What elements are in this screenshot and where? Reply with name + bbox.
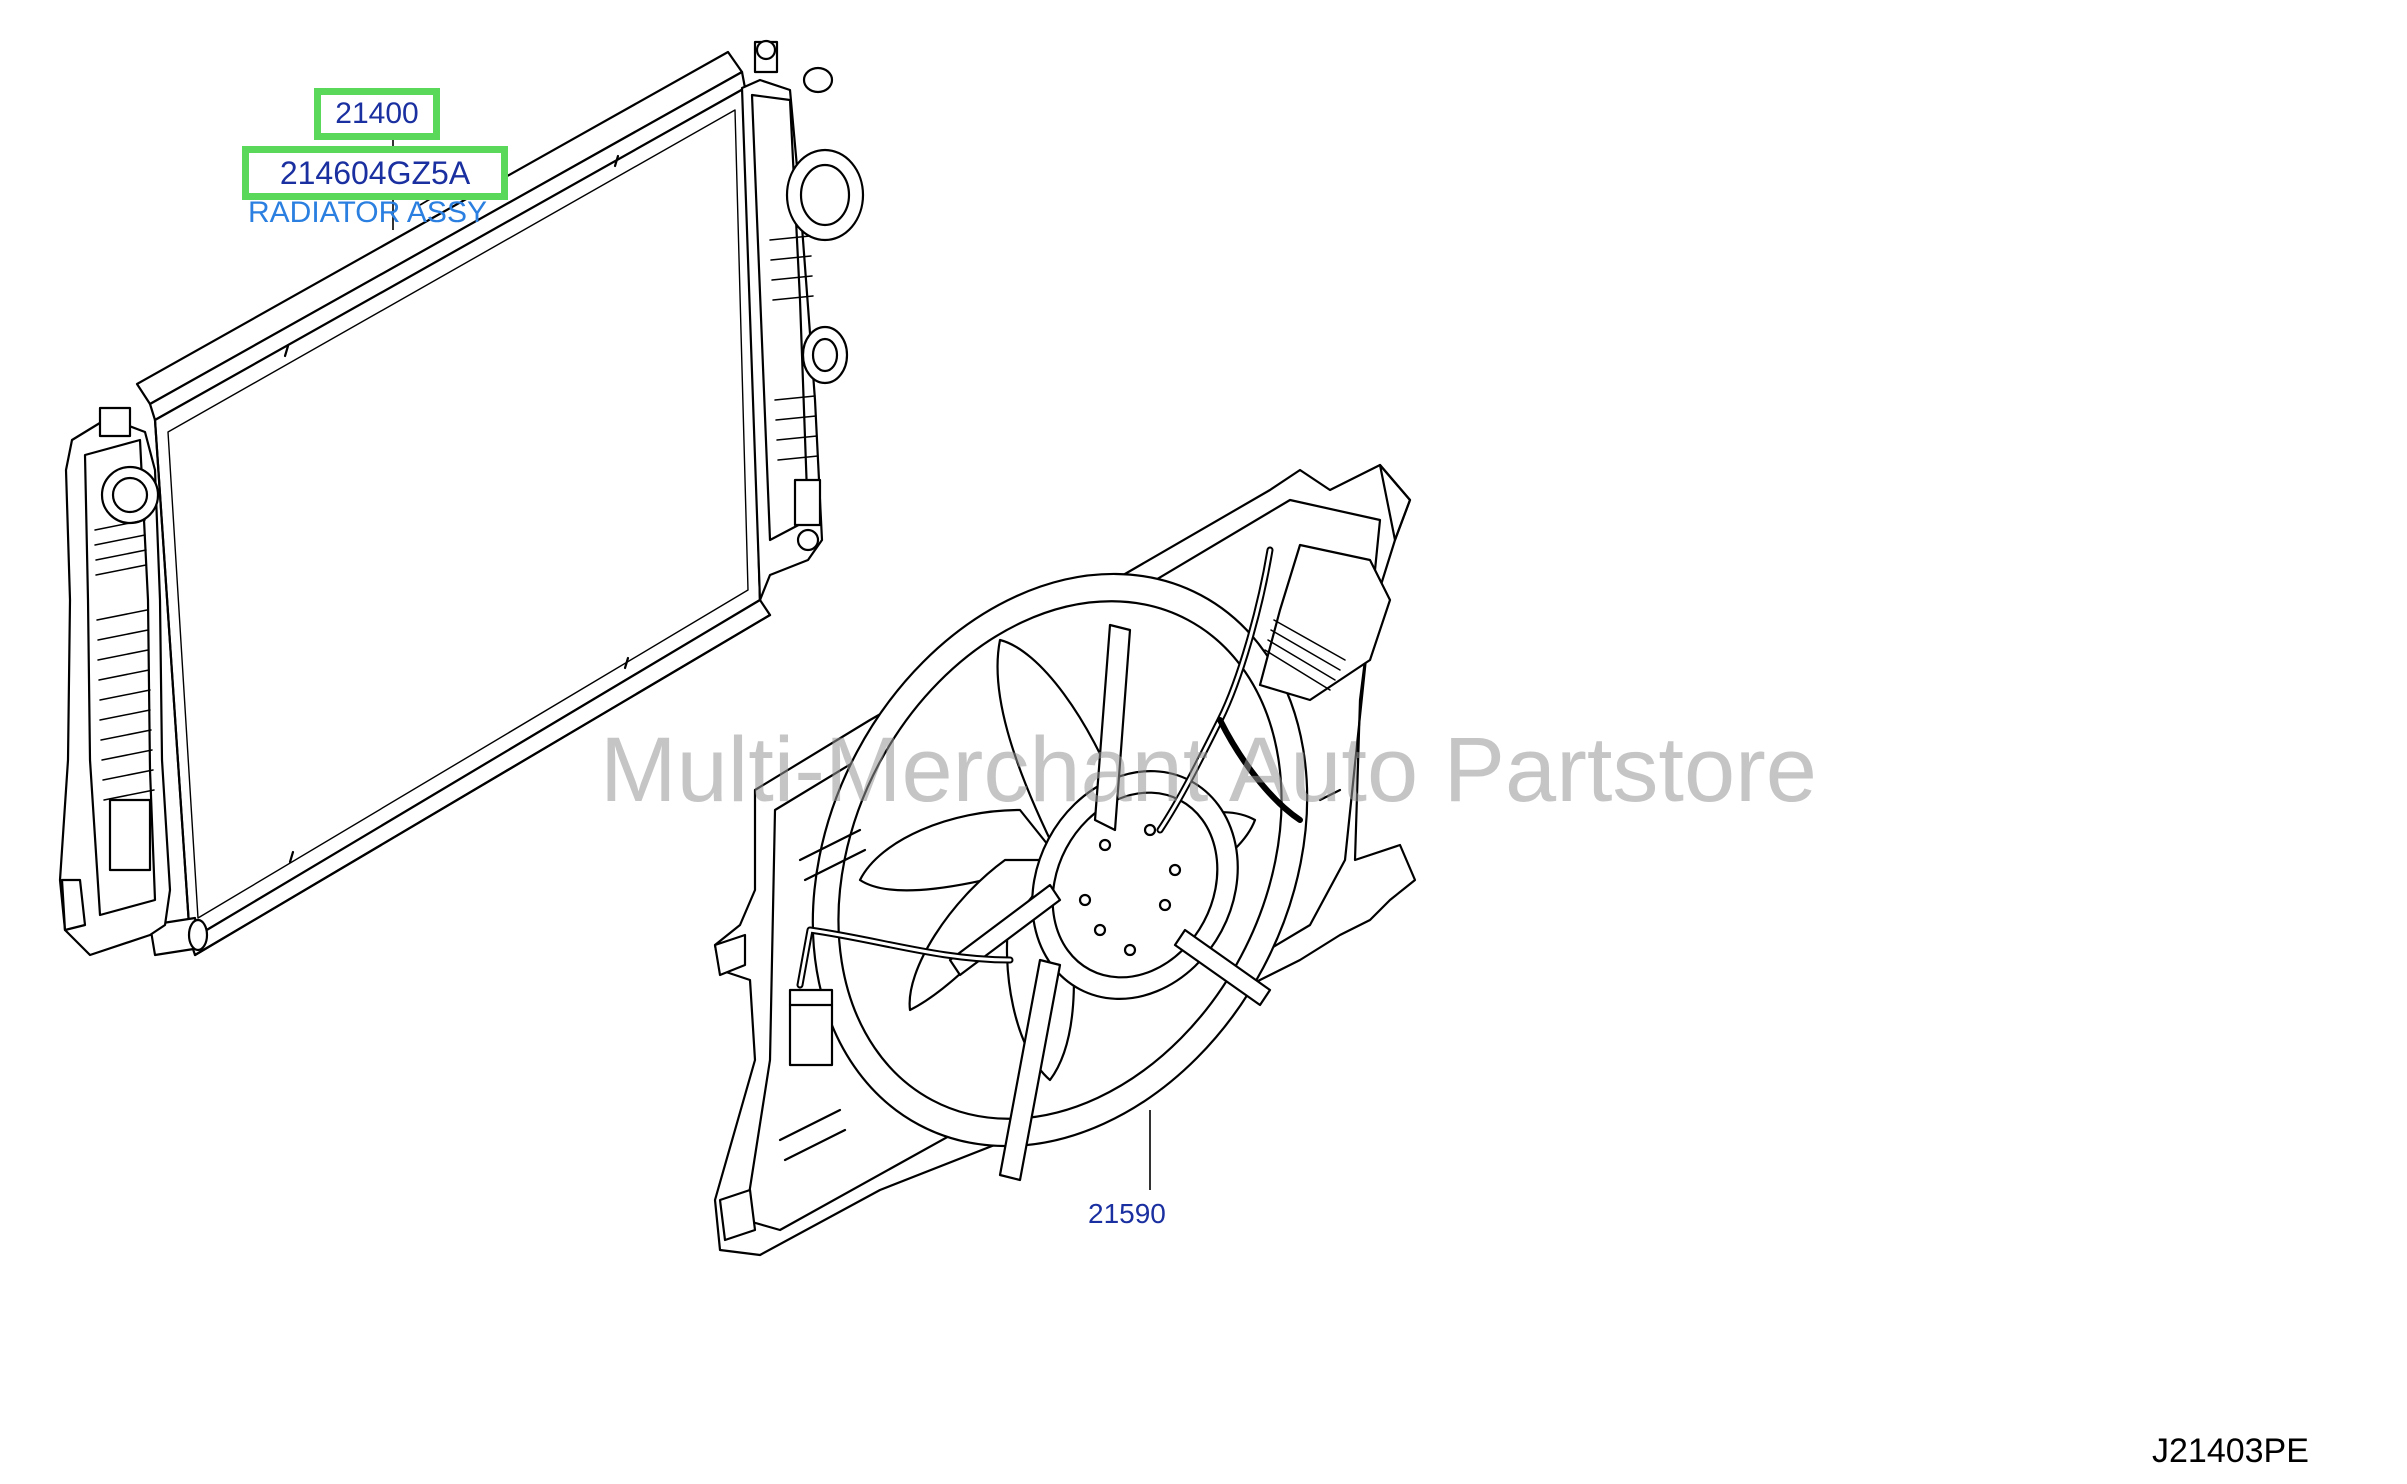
fan-part-label[interactable]: 21590 [1088,1198,1166,1229]
part-number-callout[interactable]: 214604GZ5A [242,146,508,200]
cooling-fan-assembly[interactable] [713,463,1417,1257]
diagram-code: J21403PE [2152,1432,2309,1470]
part-number: 214604GZ5A [279,154,471,191]
part-group-number: 21400 [335,97,419,130]
radiator-assembly[interactable] [58,39,865,957]
part-name-label: RADIATOR ASSY [248,196,487,229]
part-group-callout[interactable]: 21400 [314,88,440,140]
